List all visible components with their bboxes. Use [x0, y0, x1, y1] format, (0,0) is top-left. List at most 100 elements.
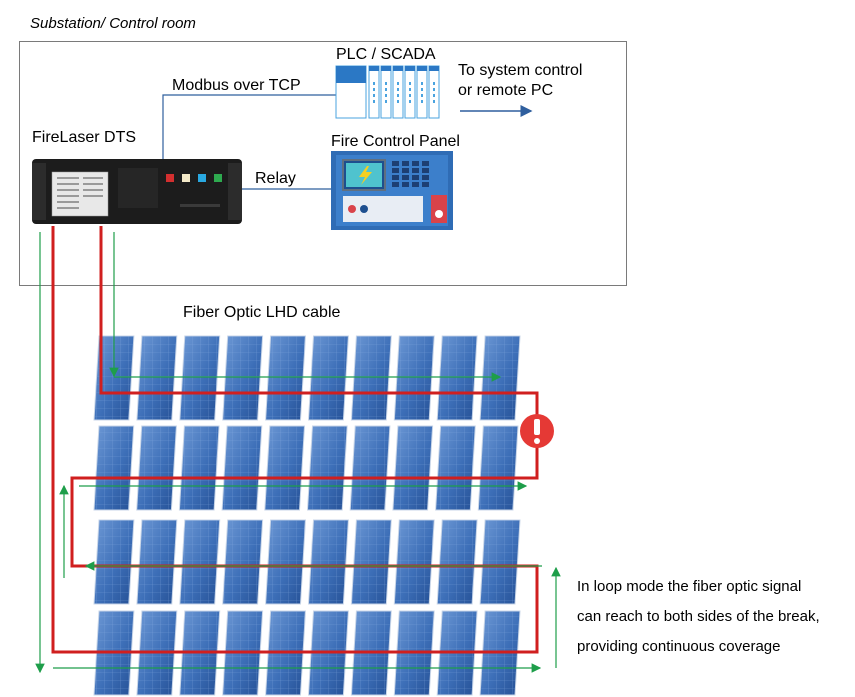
- keypad-key: [402, 168, 409, 173]
- plc-module-led: [409, 94, 411, 97]
- plc-module-cap: [417, 66, 427, 71]
- solar-panel-cells: [394, 336, 435, 420]
- plc-module-led: [397, 82, 399, 85]
- solar-panel-cells: [136, 336, 177, 420]
- fire-control-panel: [331, 151, 453, 230]
- plc-module-led: [385, 88, 387, 91]
- keypad-key: [422, 161, 429, 166]
- solar-panel-cells: [351, 336, 392, 420]
- keypad-key: [412, 168, 419, 173]
- loop-note-line1: In loop mode the fiber optic signal: [577, 578, 802, 595]
- solar-panel-cells: [179, 336, 220, 420]
- keypad-key: [412, 161, 419, 166]
- keypad-key: [412, 182, 419, 187]
- fiber-cable-label: Fiber Optic LHD cable: [183, 304, 341, 321]
- plc-module: [416, 65, 428, 119]
- solar-panel-cells: [392, 426, 433, 510]
- solar-panel-cells: [437, 520, 478, 604]
- solar-panel-cells: [265, 336, 306, 420]
- modbus-label: Modbus over TCP: [172, 77, 301, 94]
- solar-panel-cells: [136, 426, 177, 510]
- plc-module-led: [433, 94, 435, 97]
- solar-panel-cells: [437, 336, 478, 420]
- solar-panel-cells: [351, 520, 392, 604]
- plc-module-led: [433, 100, 435, 103]
- plc-module: [404, 65, 416, 119]
- plc-module-cap: [381, 66, 391, 71]
- solar-panel-array: [93, 335, 521, 696]
- plc-module-led: [385, 100, 387, 103]
- keypad-key: [392, 168, 399, 173]
- keypad-key: [402, 182, 409, 187]
- solar-panel-cells: [264, 426, 305, 510]
- loop-note-line2: can reach to both sides of the break,: [577, 608, 820, 625]
- plc-module-led: [421, 82, 423, 85]
- plc-module: [380, 65, 392, 119]
- solar-panel-cells: [94, 520, 134, 604]
- plc-module-led: [397, 88, 399, 91]
- solar-panel-cells: [308, 336, 349, 420]
- plc-module: [368, 65, 380, 119]
- plc-module: [392, 65, 404, 119]
- plc-scada-rack: [335, 65, 440, 119]
- keypad-key: [422, 168, 429, 173]
- keypad-key: [422, 182, 429, 187]
- plc-module-cap: [369, 66, 379, 71]
- plc-module-led: [373, 100, 375, 103]
- keypad-key: [412, 175, 419, 180]
- solar-panel-cells: [94, 336, 134, 420]
- solar-panel-cells: [94, 426, 134, 510]
- plc-module-led: [373, 88, 375, 91]
- to-system-label-line1: To system control: [458, 62, 583, 79]
- keypad-key: [402, 161, 409, 166]
- cable-break-alert-icon: [520, 414, 554, 448]
- solar-panel-cells: [179, 426, 220, 510]
- plc-module-led: [421, 88, 423, 91]
- keypad-key: [392, 182, 399, 187]
- solar-panel-cells: [308, 520, 349, 604]
- plc-module-led: [421, 100, 423, 103]
- room-title: Substation/ Control room: [30, 15, 196, 32]
- solar-panel-cells: [179, 520, 220, 604]
- relay-label: Relay: [255, 170, 296, 187]
- plc-module-led: [409, 82, 411, 85]
- control-room-boundary: [19, 41, 627, 286]
- plc-module-cap: [393, 66, 403, 71]
- plc-module-led: [397, 94, 399, 97]
- plc-module-led: [373, 82, 375, 85]
- solar-panel-cells: [265, 520, 306, 604]
- plc-module-led: [385, 82, 387, 85]
- keypad-key: [422, 175, 429, 180]
- plc-module-led: [433, 88, 435, 91]
- solar-panel-cells: [435, 426, 476, 510]
- plc-module-led: [373, 94, 375, 97]
- solar-panel-cells: [307, 426, 348, 510]
- plc-module-cap: [429, 66, 439, 71]
- fiber-signal-arrows: [35, 232, 561, 674]
- solar-panel-cells: [480, 336, 520, 420]
- to-system-label-line2: or remote PC: [458, 82, 554, 99]
- solar-panel-cells: [394, 520, 435, 604]
- keypad-key: [392, 161, 399, 166]
- solar-panel-cells: [350, 426, 390, 510]
- solar-panel-cells: [222, 336, 263, 420]
- firelaser-dts-label: FireLaser DTS: [32, 129, 137, 146]
- modbus-link-line: [162, 94, 340, 160]
- plc-module: [428, 65, 440, 119]
- fiber-optic-cable-loop: [51, 226, 539, 654]
- keypad-key: [402, 175, 409, 180]
- solar-panel-cells: [478, 426, 518, 510]
- plc-module-led: [385, 94, 387, 97]
- loop-note-line3: providing continuous coverage: [577, 638, 781, 655]
- solar-panel-cells: [136, 520, 177, 604]
- keypad-key: [392, 175, 399, 180]
- fire-control-panel-label: Fire Control Panel: [331, 133, 460, 150]
- plc-module-led: [397, 100, 399, 103]
- firelaser-dts-unit: [32, 159, 242, 224]
- solar-panel-cells: [480, 520, 520, 604]
- plc-module-cap: [405, 66, 415, 71]
- plc-scada-label: PLC / SCADA: [336, 46, 436, 63]
- plc-module-led: [409, 88, 411, 91]
- solar-panel-cells: [222, 520, 263, 604]
